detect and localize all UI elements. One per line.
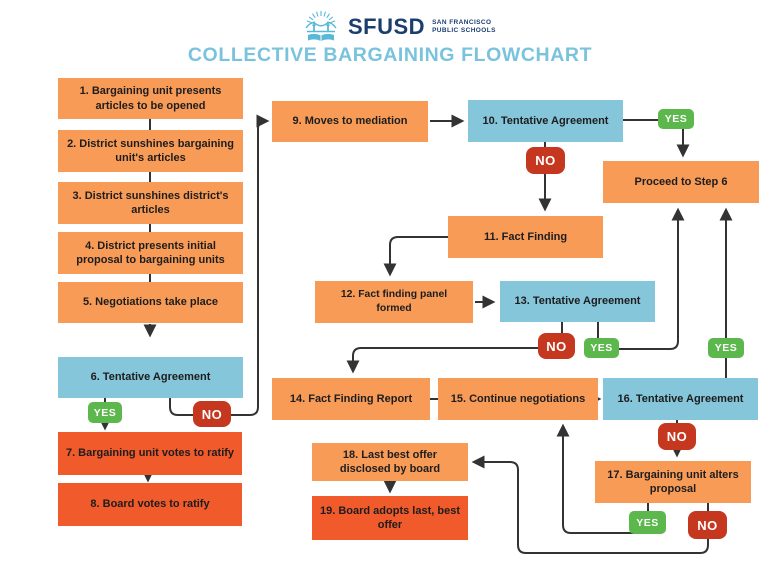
no-badge-step16: NO [658, 423, 696, 450]
step-16-box: 16. Tentative Agreement [603, 378, 758, 420]
sfusd-brand: SFUSD SAN FRANCISCO PUBLIC SCHOOLS [301, 7, 496, 47]
step-6-box: 6. Tentative Agreement [58, 357, 243, 398]
no-badge-step10: NO [526, 147, 565, 174]
yes-badge-step10: YES [658, 109, 694, 129]
step-1-box: 1. Bargaining unit presents articles to … [58, 78, 243, 119]
proceed-to-step-6-box: Proceed to Step 6 [603, 161, 759, 203]
connector-13-no-14 [346, 322, 563, 374]
brand-tagline: SAN FRANCISCO PUBLIC SCHOOLS [432, 19, 496, 36]
step-12-box: 12. Fact finding panel formed [315, 281, 473, 323]
step-11-box: 11. Fact Finding [448, 216, 603, 258]
no-badge-step17: NO [688, 511, 727, 539]
step-14-box: 14. Fact Finding Report [272, 378, 430, 420]
step-2-box: 2. District sunshines bargaining unit's … [58, 130, 243, 172]
brand-tagline-line1: SAN FRANCISCO [432, 18, 492, 26]
step-17-box: 17. Bargaining unit alters proposal [595, 461, 751, 503]
yes-badge-step6: YES [88, 402, 122, 423]
step-18-box: 18. Last best offer disclosed by board [312, 443, 468, 481]
sfusd-bridge-book-logo-icon [305, 11, 337, 41]
step-5-box: 5. Negotiations take place [58, 282, 243, 323]
no-badge-step13: NO [538, 333, 575, 359]
step-7-box: 7. Bargaining unit votes to ratify [58, 432, 242, 475]
connector-11-12 [383, 236, 448, 277]
page-title: COLLECTIVE BARGAINING FLOWCHART [187, 44, 593, 66]
step-8-box: 8. Board votes to ratify [58, 483, 242, 526]
no-badge-step6: NO [193, 401, 231, 427]
connector-13-yes-proceed [597, 207, 685, 350]
connector-6-no-9 [169, 114, 270, 416]
step-10-box: 10. Tentative Agreement [468, 100, 623, 142]
yes-badge-step17: YES [629, 511, 666, 534]
yes-badge-step16: YES [708, 338, 744, 358]
step-13-box: 13. Tentative Agreement [500, 281, 655, 322]
step-19-box: 19. Board adopts last, best offer [312, 496, 468, 540]
step-4-box: 4. District presents initial proposal to… [58, 232, 243, 274]
brand-name: SFUSD [348, 14, 426, 39]
yes-badge-step13: YES [584, 338, 619, 358]
step-15-box: 15. Continue negotiations [438, 378, 598, 420]
step-3-box: 3. District sunshines district's article… [58, 182, 243, 224]
brand-tagline-line2: PUBLIC SCHOOLS [432, 27, 496, 34]
step-9-box: 9. Moves to mediation [272, 101, 428, 142]
connector-17-no-18 [471, 455, 709, 554]
